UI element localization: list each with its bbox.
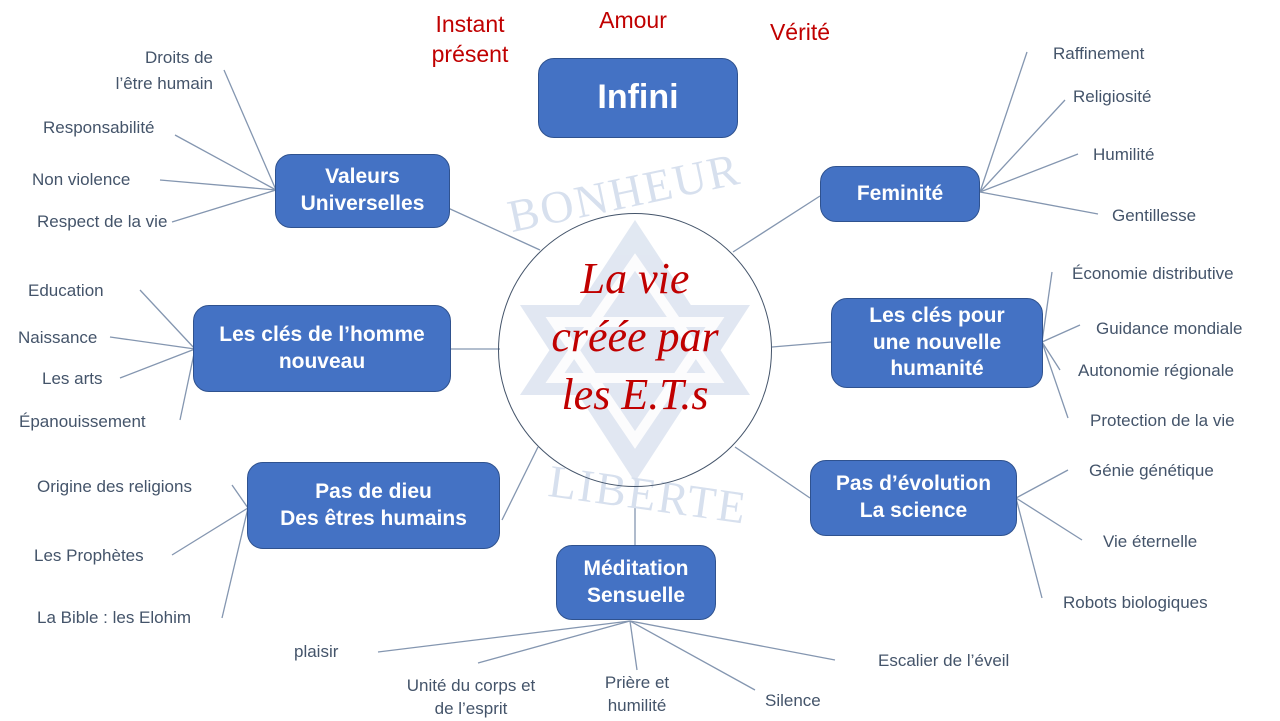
leaf-bible-elohim: La Bible : les Elohim	[37, 608, 192, 627]
leaf-escalier-eveil: Escalier de l’éveil	[878, 651, 1010, 670]
link-evolution-3	[1015, 497, 1043, 599]
leaf-les-arts: Les arts	[42, 369, 103, 388]
link-valeurs-2	[174, 134, 277, 191]
link-center-dieu	[501, 446, 539, 521]
leaf-raffinement: Raffinement	[1053, 44, 1145, 63]
link-center-evolution	[734, 446, 811, 499]
link-center-feminite	[732, 195, 821, 253]
node-pas-de-dieu: Pas de dieu Des êtres humains	[247, 462, 500, 549]
top-word-amour: Amour	[599, 7, 667, 33]
leaf-plaisir: plaisir	[294, 642, 339, 661]
leaf-gentillesse: Gentillesse	[1112, 206, 1197, 225]
link-evolution-1	[1015, 469, 1069, 499]
node-infini: Infini	[538, 58, 738, 138]
link-feminite-3	[979, 153, 1079, 193]
link-humanite-3	[1041, 341, 1061, 371]
leaf-genie-genetique: Génie génétique	[1089, 461, 1214, 480]
link-meditation-1	[377, 620, 631, 653]
link-feminite-4	[979, 191, 1099, 215]
link-valeurs-1	[223, 69, 277, 191]
leaf-protection-vie: Protection de la vie	[1090, 411, 1235, 430]
leaf-autonomie-regionale: Autonomie régionale	[1078, 361, 1234, 380]
leaf-origine-religions: Origine des religions	[37, 477, 192, 496]
leaf-silence: Silence	[765, 691, 821, 710]
link-center-humanite	[771, 341, 833, 348]
top-word-verite: Vérité	[769, 19, 831, 45]
link-dieu-1	[231, 484, 249, 509]
leaf-priere-humilite: Prière et humilité	[604, 673, 670, 715]
leaf-unite-corps-esprit: Unité du corps et de l’esprit	[406, 676, 536, 718]
link-valeurs-3	[159, 179, 277, 191]
link-homme-4	[179, 348, 196, 421]
link-center-valeurs	[447, 207, 541, 251]
link-evolution-2	[1015, 497, 1083, 541]
link-dieu-2	[171, 507, 249, 556]
node-meditation-sensuelle: Méditation Sensuelle	[556, 545, 716, 620]
leaf-respect-vie: Respect de la vie	[37, 212, 168, 231]
leaf-robots-biologiques: Robots biologiques	[1063, 593, 1208, 612]
leaf-naissance: Naissance	[18, 328, 98, 347]
leaf-vie-eternelle: Vie éternelle	[1103, 532, 1198, 551]
link-homme-3	[119, 348, 196, 379]
link-feminite-1	[979, 51, 1028, 193]
leaf-humilite: Humilité	[1093, 145, 1155, 164]
link-homme-1	[139, 289, 196, 350]
link-meditation-5	[629, 620, 836, 661]
leaf-guidance-mondiale: Guidance mondiale	[1096, 319, 1243, 338]
leaf-education: Education	[28, 281, 104, 300]
center-title: La vie créée par les E.T.s	[551, 254, 719, 420]
link-meditation-3	[629, 620, 638, 671]
link-homme-2	[109, 336, 196, 350]
leaf-epanouissement: Épanouissement	[19, 412, 146, 431]
leaf-les-prophetes: Les Prophètes	[34, 546, 144, 565]
node-cles-nouvelle-humanite: Les clés pour une nouvelle humanité	[831, 298, 1043, 388]
top-word-instant: Instant présent	[431, 11, 509, 67]
leaf-non-violence: Non violence	[32, 170, 131, 189]
node-feminite: Feminité	[820, 166, 980, 222]
link-humanite-4	[1041, 341, 1069, 419]
link-humanite-1	[1041, 271, 1053, 343]
link-meditation-2	[477, 620, 631, 664]
link-dieu-3	[221, 507, 249, 619]
link-feminite-2	[979, 99, 1066, 193]
leaf-economie-distributive: Économie distributive	[1072, 264, 1234, 283]
link-humanite-2	[1041, 324, 1081, 343]
node-cles-homme-nouveau: Les clés de l’homme nouveau	[193, 305, 451, 392]
leaf-religiosite: Religiosité	[1073, 87, 1152, 106]
link-valeurs-4	[171, 189, 277, 223]
leaf-responsabilite: Responsabilité	[43, 118, 155, 137]
node-pas-d-evolution: Pas d’évolution La science	[810, 460, 1017, 536]
link-meditation-4	[629, 620, 756, 691]
node-valeurs-universelles: Valeurs Universelles	[275, 154, 450, 228]
center-circle	[498, 213, 772, 487]
leaf-droits-etre-humain: Droits de l’être humain	[115, 48, 213, 93]
